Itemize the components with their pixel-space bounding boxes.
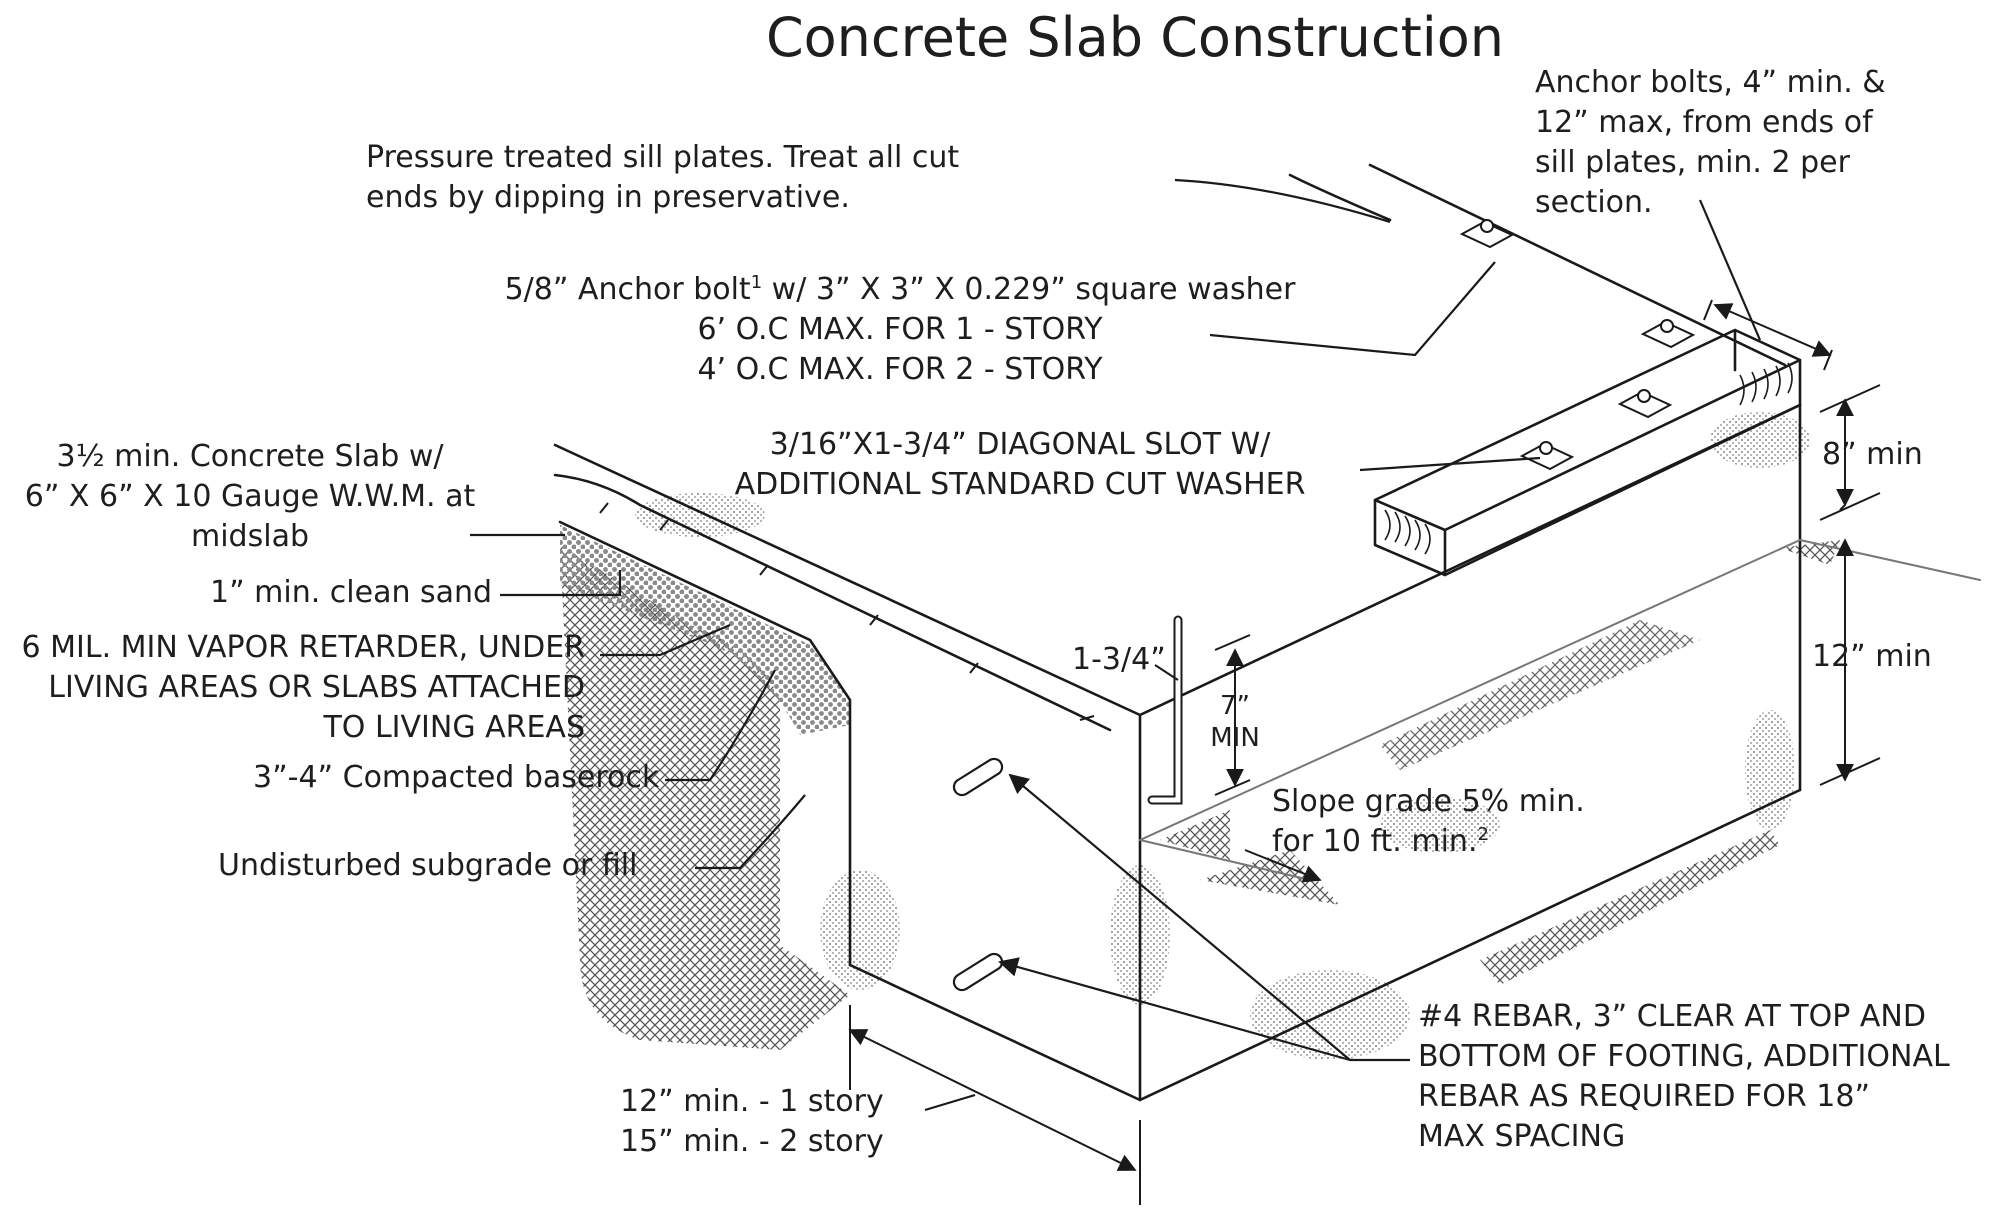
label-clean-sand: 1” min. clean sand: [210, 575, 493, 610]
rebar-ends: [952, 757, 1004, 992]
slab-top-edge-2: [553, 473, 1112, 732]
diagram-title: Concrete Slab Construction: [765, 6, 1505, 69]
slab-top-edge: [553, 443, 1142, 717]
dim-8-min: 8” min: [1822, 437, 1923, 472]
dim-1-3-4: 1-3/4”: [1072, 642, 1166, 677]
label-baserock: 3”-4” Compacted baserock: [253, 760, 660, 795]
label-footing-width: 12” min. - 1 story 15” min. - 2 story: [620, 1084, 884, 1159]
label-sill-plates: Pressure treated sill plates. Treat all …: [366, 140, 960, 215]
dim-12-min: 12” min: [1812, 639, 1932, 674]
label-concrete-slab: 3½ min. Concrete Slab w/ 6” X 6” X 10 Ga…: [24, 439, 476, 554]
wall-line-2: [1288, 173, 1392, 222]
label-subgrade: Undisturbed subgrade or fill: [218, 848, 638, 883]
soil-stipple: [635, 412, 1810, 1060]
vapor-retarder-line: [558, 520, 852, 967]
dim-7-min: 7” MIN: [1210, 691, 1260, 753]
dimension-lines: [848, 299, 1881, 1205]
anchor-bolts: [1459, 219, 1696, 471]
wood-grain: [1384, 362, 1793, 555]
sill-plate-front: [1373, 498, 1447, 577]
label-rebar: #4 REBAR, 3” CLEAR AT TOP AND BOTTOM OF …: [1418, 999, 1950, 1154]
sand-layer: [560, 525, 830, 670]
label-anchor-bolts-ends: Anchor bolts, 4” min. & 12” max, from en…: [1535, 65, 1886, 220]
label-vapor-retarder: 6 MIL. MIN VAPOR RETARDER, UNDER LIVING …: [21, 630, 586, 745]
grade-line-ext: [1799, 539, 1981, 581]
label-anchor-bolt: 5/8” Anchor bolt1 w/ 3” X 3” X 0.229” sq…: [504, 272, 1296, 387]
footing-bottom: [848, 788, 1802, 1102]
slab-ticks: [599, 502, 1095, 721]
grade-line-low: [1139, 839, 1311, 881]
label-diagonal-slot: 3/16”X1-3/4” DIAGONAL SLOT W/ ADDITIONAL…: [734, 427, 1306, 502]
label-slope-grade: Slope grade 5% min. for 10 ft. min.2: [1272, 784, 1585, 859]
subgrade-hatch: [560, 540, 1840, 1050]
grade-line: [1139, 539, 1801, 841]
sill-plate-top: [1373, 328, 1802, 532]
